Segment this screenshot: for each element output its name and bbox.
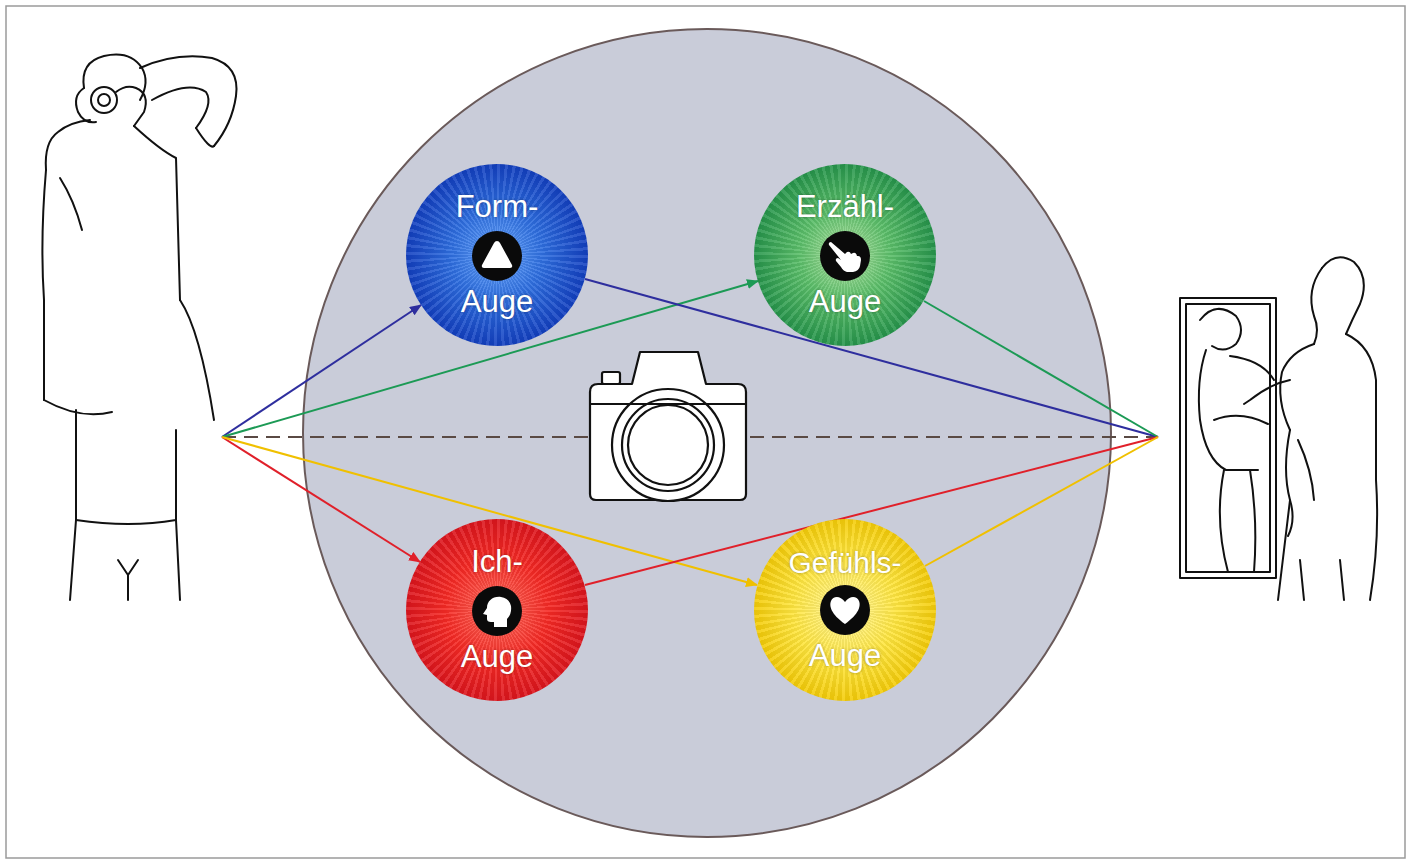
- pupil-icon: [819, 230, 871, 282]
- eye-label: Gefühls-: [788, 547, 901, 578]
- sight-lines: [222, 279, 1158, 585]
- grey-circle: [303, 29, 1111, 837]
- eye-label: Erzähl-: [796, 191, 894, 224]
- sight-line: [222, 437, 420, 562]
- eye-circle: Ich- Auge: [406, 519, 588, 701]
- viewer-figure: [1180, 257, 1377, 600]
- eye-label: Form-: [456, 191, 539, 224]
- pupil-icon: [471, 230, 523, 282]
- photographer-figure: [42, 55, 236, 601]
- eye-circle: Erzähl- Auge: [754, 164, 936, 346]
- eye-circle: Gefühls- Auge: [754, 519, 936, 701]
- camera-icon: [590, 352, 746, 501]
- sight-line: [924, 301, 1158, 437]
- eye-label: Auge: [809, 640, 881, 673]
- sight-line: [222, 305, 421, 437]
- pupil-icon: [471, 585, 523, 637]
- eye-circle: Form- Auge: [406, 164, 588, 346]
- eye-label: Ich-: [471, 546, 523, 579]
- eye-label: Auge: [809, 286, 881, 319]
- sight-line: [925, 437, 1158, 566]
- eye-label: Auge: [461, 286, 533, 319]
- frame: [6, 6, 1405, 858]
- pupil-icon: [819, 584, 871, 636]
- eye-label: Auge: [461, 641, 533, 674]
